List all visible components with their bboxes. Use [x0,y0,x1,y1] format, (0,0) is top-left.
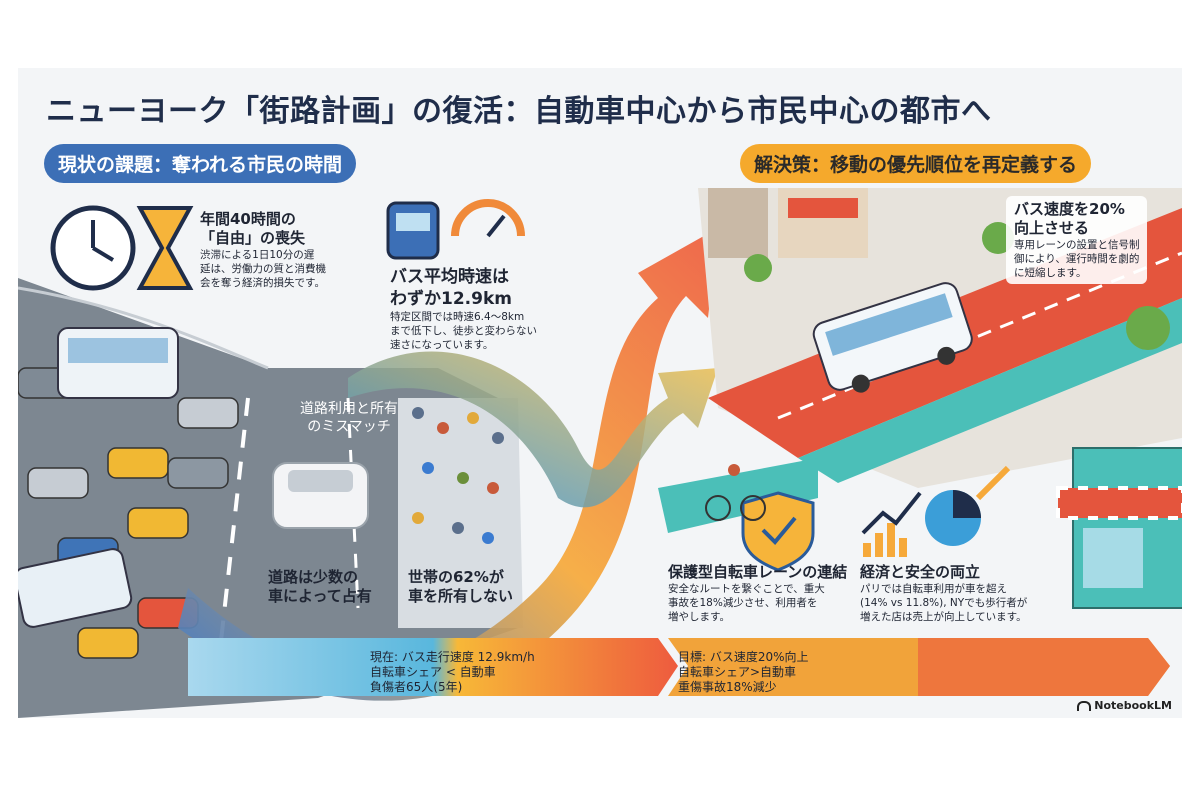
bus-improve-heading-line2: 向上させる [1014,219,1090,237]
bike-lane-heading: 保護型自転車レーンの連結 [668,563,848,581]
mismatch-line1: 道路利用と所有 [300,401,398,417]
road-occupied-line2: 車によって占有 [268,587,372,605]
current-line2: 自転車シェア < 自動車 [370,665,496,679]
infographic-canvas: ニューヨーク「街路計画」の復活：自動車中心から市民中心の都市へ 現状の課題：奪わ… [18,68,1182,718]
target-status: 目標: バス速度20%向上 自転車シェア>自動車 重傷事故18%減少 [678,650,809,695]
notebooklm-logo: NotebookLM [1077,699,1172,712]
scene-illustration [18,188,1182,718]
time-loss-heading-line1: 年間40時間の [200,210,296,228]
road-occupied-line1: 道路は少数の [268,568,359,586]
current-status: 現在: バス走行速度 12.9km/h 自転車シェア < 自動車 負傷者65人(… [370,650,535,695]
time-loss-heading-line2: 「自由」の喪失 [200,229,306,247]
target-line1: 目標: バス速度20%向上 [678,650,809,664]
bus-improve-body-2: 御により、運行時間を劇的 [1014,253,1140,265]
bike-lane-body-3: 増やします。 [668,611,730,623]
solution-label: 解決策：移動の優先順位を再定義する [740,144,1092,183]
time-loss-body-2: 延は、労働力の質と消費機 [200,263,326,275]
notebooklm-icon [1077,701,1092,711]
economy-body-1: パリでは自転車利用が車を超え [860,583,1007,595]
no-car-label: 世帯の62%が 車を所有しない [408,568,513,606]
bus-improve-block: バス速度を20% 向上させる 専用レーンの設置と信号制 御により、運行時間を劇的… [1006,196,1148,284]
economy-heading: 経済と安全の両立 [860,563,981,581]
logo-text: NotebookLM [1094,699,1172,712]
bus-speed-body-1: 特定区間では時速6.4～8km [390,311,525,323]
current-line3: 負傷者65人(5年) [370,680,463,694]
time-loss-body-3: 会を奪う経済的損失です。 [200,277,325,289]
bus-speed-body-3: 速さになっています。 [390,339,494,351]
current-line1: 現在: バス走行速度 12.9km/h [370,650,535,664]
mismatch-line2: のミスマッチ [307,419,391,435]
mismatch-label: 道路利用と所有 のミスマッチ [300,400,398,436]
bus-speed-body-2: まで低下し、徒歩と変わらない [390,325,537,337]
bus-improve-heading-line1: バス速度を20% [1014,200,1125,218]
bike-lane-body-2: 事故を18%減少させ、利用者を [668,597,818,609]
economy-body-3: 増えた店は売上が向上しています。 [860,611,1027,623]
bus-speed-heading-line2: わずか12.9km [390,289,512,309]
bus-improve-body-1: 専用レーンの設置と信号制 [1014,239,1140,251]
time-loss-block: 年間40時間の 「自由」の喪失 渋滞による1日10分の遅 延は、労働力の質と消費… [200,210,326,290]
bus-speed-heading-line1: バス平均時速は [390,267,509,287]
bus-improve-body-3: に短縮します。 [1014,267,1087,279]
road-occupied-label: 道路は少数の 車によって占有 [268,568,372,606]
time-loss-body-1: 渋滞による1日10分の遅 [200,249,315,261]
current-issue-label: 現状の課題：奪われる市民の時間 [44,144,357,183]
bike-lane-body-1: 安全なルートを繋ぐことで、重大 [668,583,825,595]
bus-speed-block: バス平均時速は わずか12.9km 特定区間では時速6.4～8km まで低下し、… [390,266,537,352]
target-line3: 重傷事故18%減少 [678,680,777,694]
economy-body-2: (14% vs 11.8%), NYでも歩行者が [860,597,1028,609]
target-line2: 自転車シェア>自動車 [678,665,797,679]
no-car-line2: 車を所有しない [408,587,514,605]
page-title: ニューヨーク「街路計画」の復活：自動車中心から市民中心の都市へ [46,94,992,129]
economy-block: 経済と安全の両立 パリでは自転車利用が車を超え (14% vs 11.8%), … [860,563,1027,624]
bike-lane-block: 保護型自転車レーンの連結 安全なルートを繋ぐことで、重大 事故を18%減少させ、… [668,563,847,624]
no-car-line1: 世帯の62%が [408,568,504,586]
